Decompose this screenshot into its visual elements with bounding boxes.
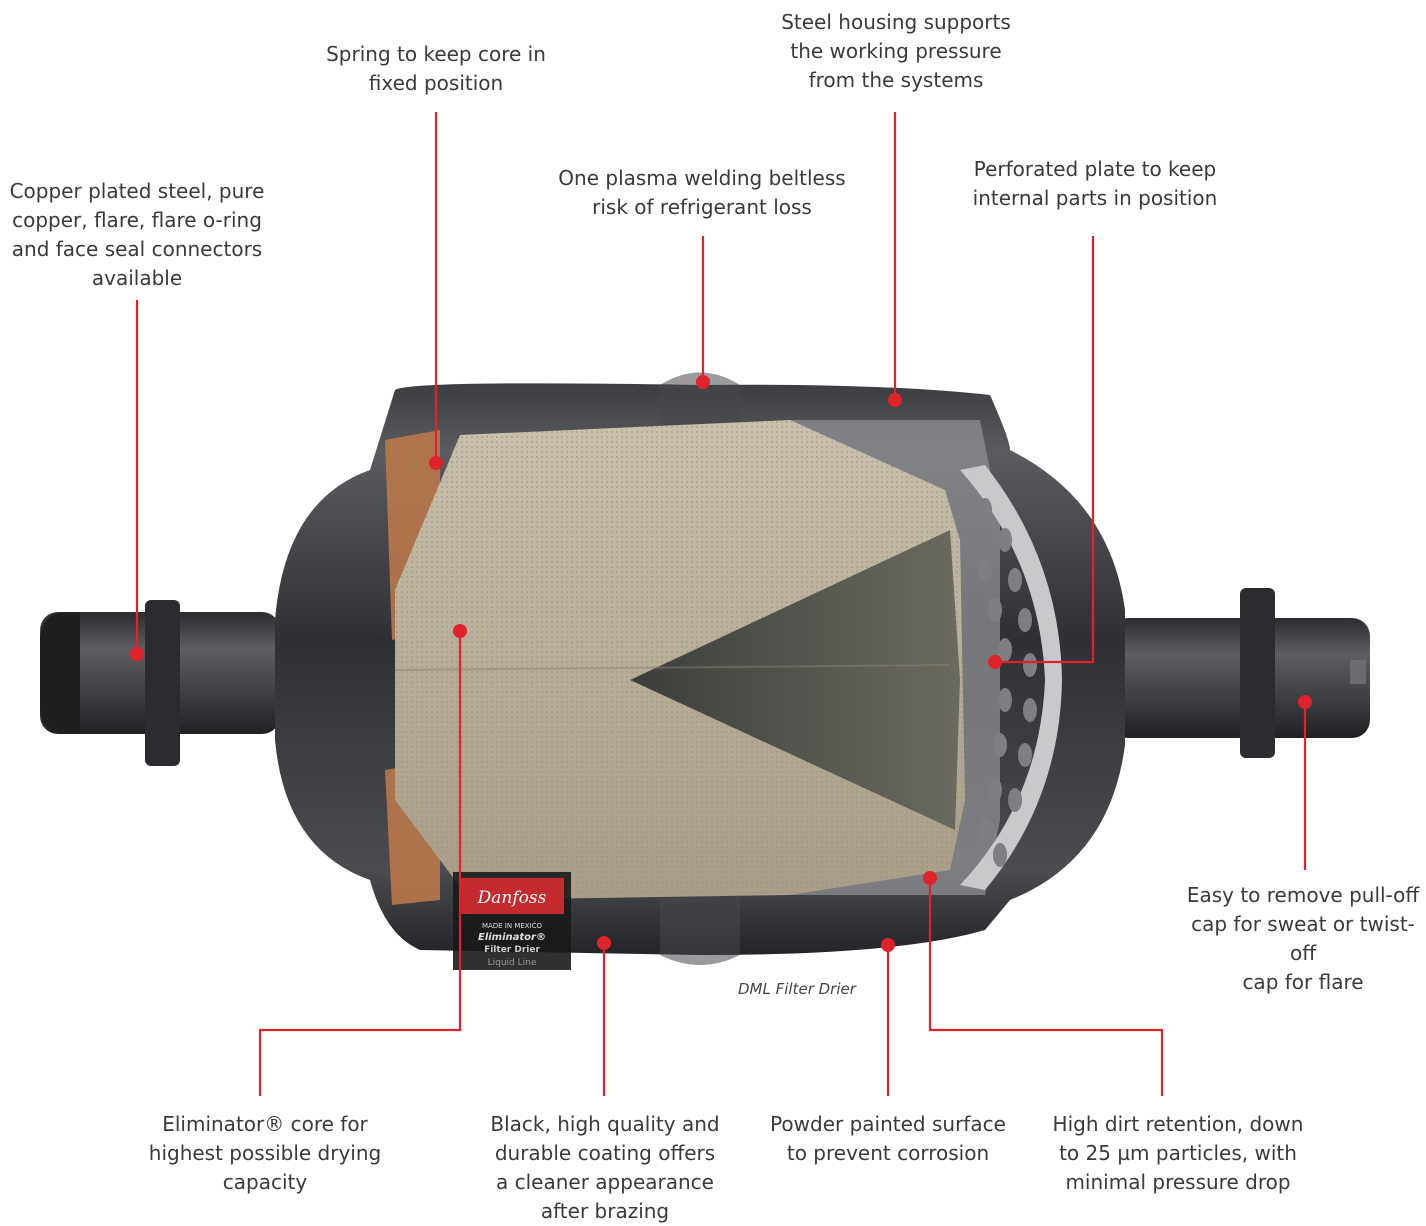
eliminator-core bbox=[394, 420, 965, 900]
leader-lines bbox=[135, 112, 1307, 1096]
product-label: Danfoss MADE IN MEXICO Eliminator® Filte… bbox=[453, 872, 571, 970]
callout-spring: Spring to keep core in fixed position bbox=[326, 42, 546, 95]
callout-dots bbox=[130, 375, 1312, 952]
callout-connectors: Copper plated steel, pure copper, flare,… bbox=[9, 179, 265, 290]
right-connector bbox=[1110, 588, 1370, 758]
label-origin: MADE IN MEXICO bbox=[482, 922, 543, 930]
leader-dirt-retention bbox=[928, 878, 1164, 1096]
figure-caption: DML Filter Drier bbox=[738, 980, 856, 998]
dot-perforated-plate bbox=[988, 655, 1002, 669]
dot-spring bbox=[429, 456, 443, 470]
callout-plasma-welding: One plasma welding beltless risk of refr… bbox=[558, 166, 846, 219]
label-product: Eliminator® bbox=[478, 932, 546, 943]
left-connector bbox=[40, 600, 280, 766]
callout-pull-off-cap: Easy to remove pull-off cap for sweat or… bbox=[1186, 883, 1420, 994]
brand-logo: Danfoss bbox=[477, 888, 547, 908]
callout-steel-housing: Steel housing supports the working press… bbox=[781, 10, 1011, 92]
callout-powder-painted: Powder painted surface to prevent corros… bbox=[770, 1112, 1006, 1165]
callout-black-coating: Black, high quality and durable coating … bbox=[490, 1112, 720, 1223]
dot-powder-painted bbox=[881, 938, 895, 952]
dot-plasma-welding bbox=[696, 375, 710, 389]
callout-dirt-retention: High dirt retention, down to 25 µm parti… bbox=[1052, 1112, 1304, 1194]
perforated-plate bbox=[960, 465, 1062, 890]
label-type: Filter Drier bbox=[484, 945, 540, 955]
leader-perforated-plate bbox=[995, 236, 1095, 664]
callout-perforated-plate: Perforated plate to keep internal parts … bbox=[972, 157, 1218, 210]
dot-eliminator-core bbox=[453, 624, 467, 638]
dot-steel-housing bbox=[888, 393, 902, 407]
dot-pull-off-cap bbox=[1298, 695, 1312, 709]
core-cavity bbox=[630, 530, 960, 830]
dot-connectors bbox=[130, 647, 144, 661]
leader-eliminator-core bbox=[258, 631, 462, 1096]
brand-plate bbox=[460, 878, 564, 914]
callout-eliminator-core: Eliminator® core for highest possible dr… bbox=[148, 1112, 382, 1194]
dot-dirt-retention bbox=[923, 871, 937, 885]
dot-black-coating bbox=[597, 936, 611, 950]
label-line: Liquid Line bbox=[488, 958, 537, 968]
